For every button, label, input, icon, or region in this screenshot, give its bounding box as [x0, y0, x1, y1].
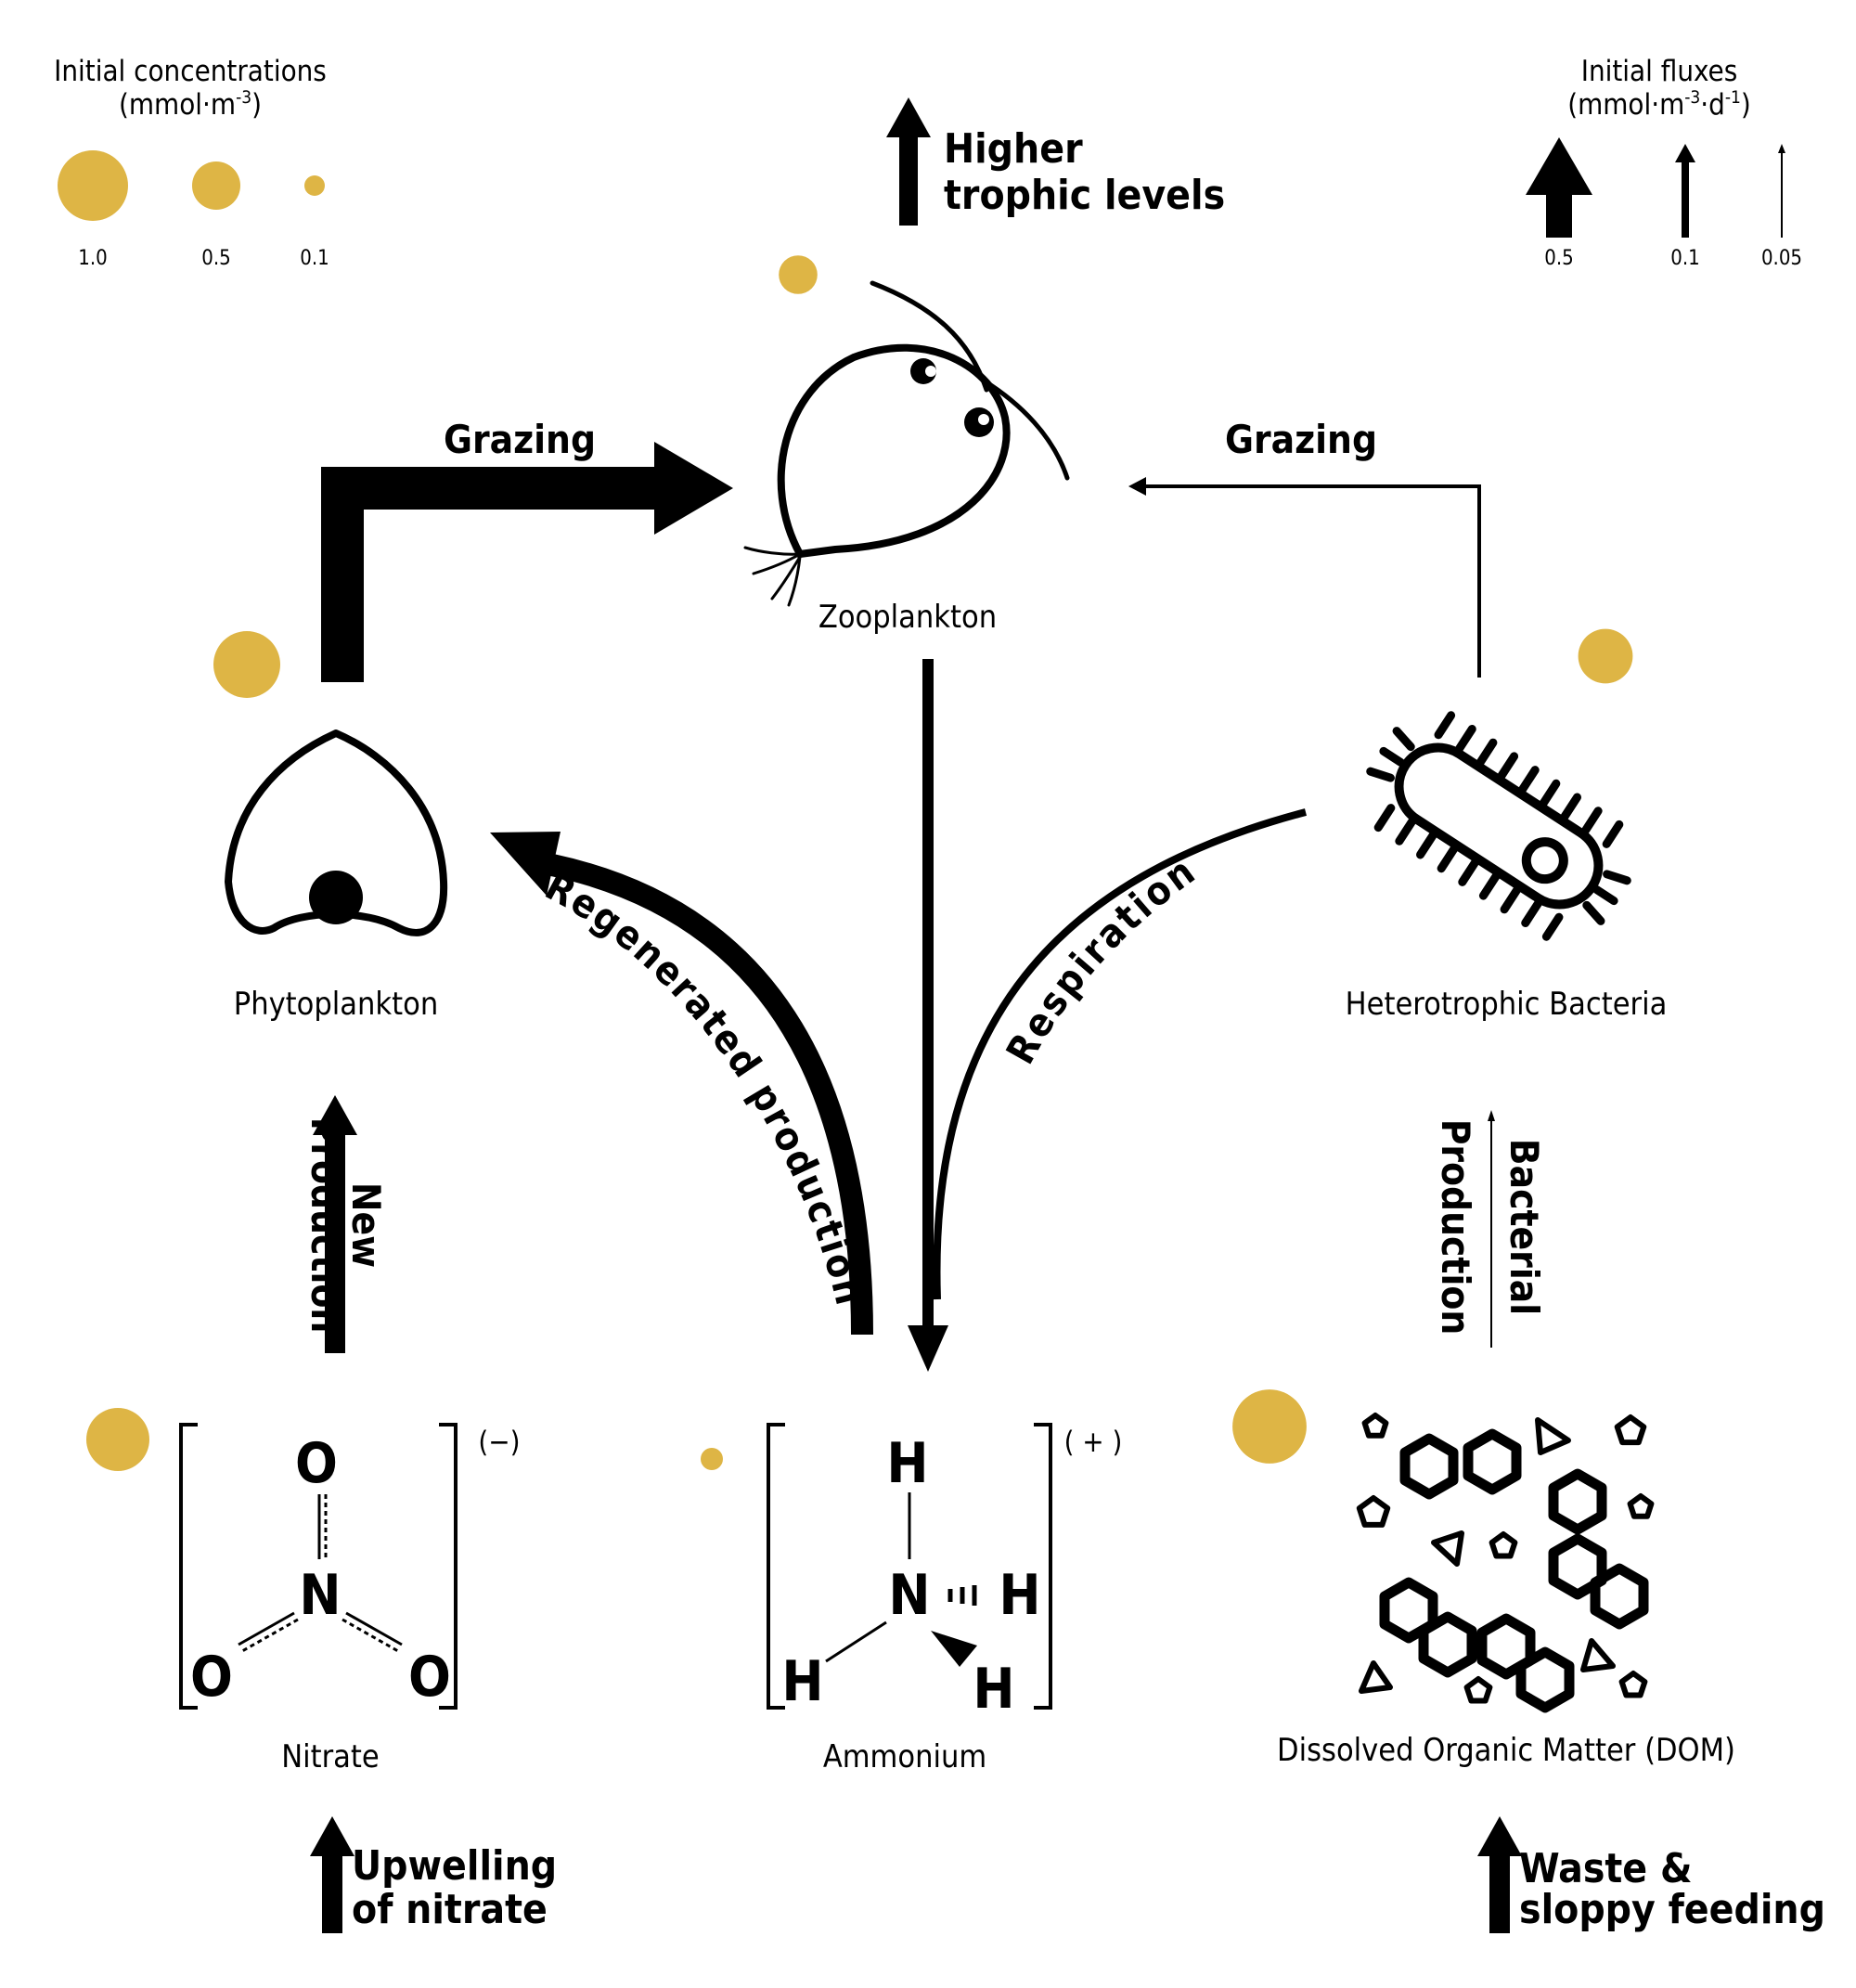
- legend-concentration-value: 1.0: [78, 247, 107, 270]
- export-arrow: [886, 97, 931, 226]
- zooplankton-icon: [743, 280, 1070, 607]
- hydrogen-atom: H: [886, 1431, 928, 1496]
- upwelling-flux-arrow: [310, 1816, 354, 1933]
- legend-fluxes: Initial fluxes (mmol·m-3·d-1) 0.5 0.1 0.…: [1526, 55, 1802, 270]
- grazing-phyto-label: Grazing: [444, 417, 596, 462]
- ammonium-concentration-dot: [701, 1448, 723, 1470]
- legend-fluxes-title: Initial fluxes: [1581, 55, 1738, 88]
- bacteria-label: Heterotrophic Bacteria: [1346, 986, 1668, 1023]
- legend-pool-dot-medium: [192, 161, 240, 210]
- oxygen-atom: O: [408, 1645, 451, 1710]
- nitrate-label: Nitrate: [281, 1738, 380, 1775]
- legend-pool-dot-large: [58, 150, 128, 221]
- respiration-label: Respiration: [998, 847, 1205, 1072]
- legend-flux-arrow-small: [1778, 144, 1785, 238]
- grazing-bacteria-label: Grazing: [1225, 417, 1377, 462]
- hydrogen-atom: H: [999, 1563, 1040, 1628]
- grazing-phyto-flux-arrow: [321, 442, 733, 682]
- nitrate-charge: (−): [478, 1426, 520, 1459]
- respiration-flux-arrow: [933, 808, 1308, 1300]
- export-higher-trophic: Higher trophic levels: [886, 97, 1225, 226]
- legend-flux-arrow-medium: [1675, 144, 1695, 238]
- grazing-bacteria-flux-arrow: [1128, 477, 1481, 678]
- new-production-label-line2: Production: [303, 1117, 348, 1334]
- bacteria-icon: [1366, 711, 1631, 941]
- legend-flux-arrow-large: [1526, 137, 1592, 238]
- new-production-flux-arrow: [313, 1095, 357, 1353]
- bacterial-production-label-line2: Production: [1433, 1119, 1478, 1336]
- legend-flux-value: 0.05: [1761, 247, 1802, 270]
- hydrogen-atom: H: [973, 1657, 1014, 1722]
- legend-fluxes-units: (mmol·m-3·d-1): [1567, 87, 1751, 122]
- hydrogen-atom: H: [781, 1649, 823, 1714]
- dom-concentration-dot: [1232, 1389, 1307, 1464]
- nitrogen-atom: N: [888, 1563, 930, 1628]
- oxygen-atom: O: [190, 1645, 233, 1710]
- excretion-flux-arrow: [908, 659, 948, 1372]
- bacteria-concentration-dot: [1578, 628, 1633, 684]
- phytoplankton-icon: [225, 729, 448, 936]
- legend-flux-value: 0.5: [1544, 247, 1573, 270]
- ammonium-structure: ( + ) H N H H H: [767, 1423, 1123, 1722]
- ammonium-charge: ( + ): [1064, 1426, 1123, 1459]
- waste-flux-arrow: [1477, 1816, 1522, 1933]
- dom-label: Dissolved Organic Matter (DOM): [1277, 1732, 1735, 1769]
- phytoplankton-concentration-dot: [213, 631, 280, 698]
- legend-concentrations-units: (mmol·m-3): [119, 87, 262, 122]
- legend-concentrations-title: Initial concentrations: [54, 55, 327, 88]
- export-label-line2: trophic levels: [944, 172, 1225, 219]
- regenerated-production-flux-arrow: [490, 832, 873, 1336]
- legend-concentrations: Initial concentrations (mmol·m-3) 1.0 0.…: [54, 55, 329, 270]
- ammonium-label: Ammonium: [823, 1738, 986, 1775]
- new-production-label-line1: New: [343, 1182, 389, 1268]
- zooplankton-label: Zooplankton: [818, 599, 997, 636]
- upwelling-label-line1: Upwelling: [352, 1842, 557, 1890]
- dom-icon: [1356, 1413, 1655, 1713]
- nitrate-concentration-dot: [86, 1408, 149, 1471]
- bacterial-production-label-line1: Bacterial: [1502, 1139, 1547, 1315]
- export-label-line1: Higher: [944, 125, 1083, 173]
- legend-concentration-value: 0.5: [201, 247, 230, 270]
- nitrogen-atom: N: [299, 1563, 341, 1628]
- legend-concentration-value: 0.1: [300, 247, 329, 270]
- waste-label-line2: sloppy feeding: [1519, 1886, 1825, 1933]
- nitrate-structure: (−) O N O O: [179, 1423, 521, 1710]
- waste-label-line1: Waste &: [1519, 1845, 1692, 1892]
- oxygen-atom: O: [295, 1431, 338, 1496]
- bacterial-production-flux-arrow: [1488, 1110, 1495, 1348]
- zooplankton-concentration-dot: [779, 255, 818, 294]
- upwelling-label-line2: of nitrate: [352, 1886, 548, 1933]
- legend-pool-dot-small: [304, 175, 325, 196]
- phytoplankton-label: Phytoplankton: [234, 986, 439, 1023]
- legend-flux-value: 0.1: [1670, 247, 1699, 270]
